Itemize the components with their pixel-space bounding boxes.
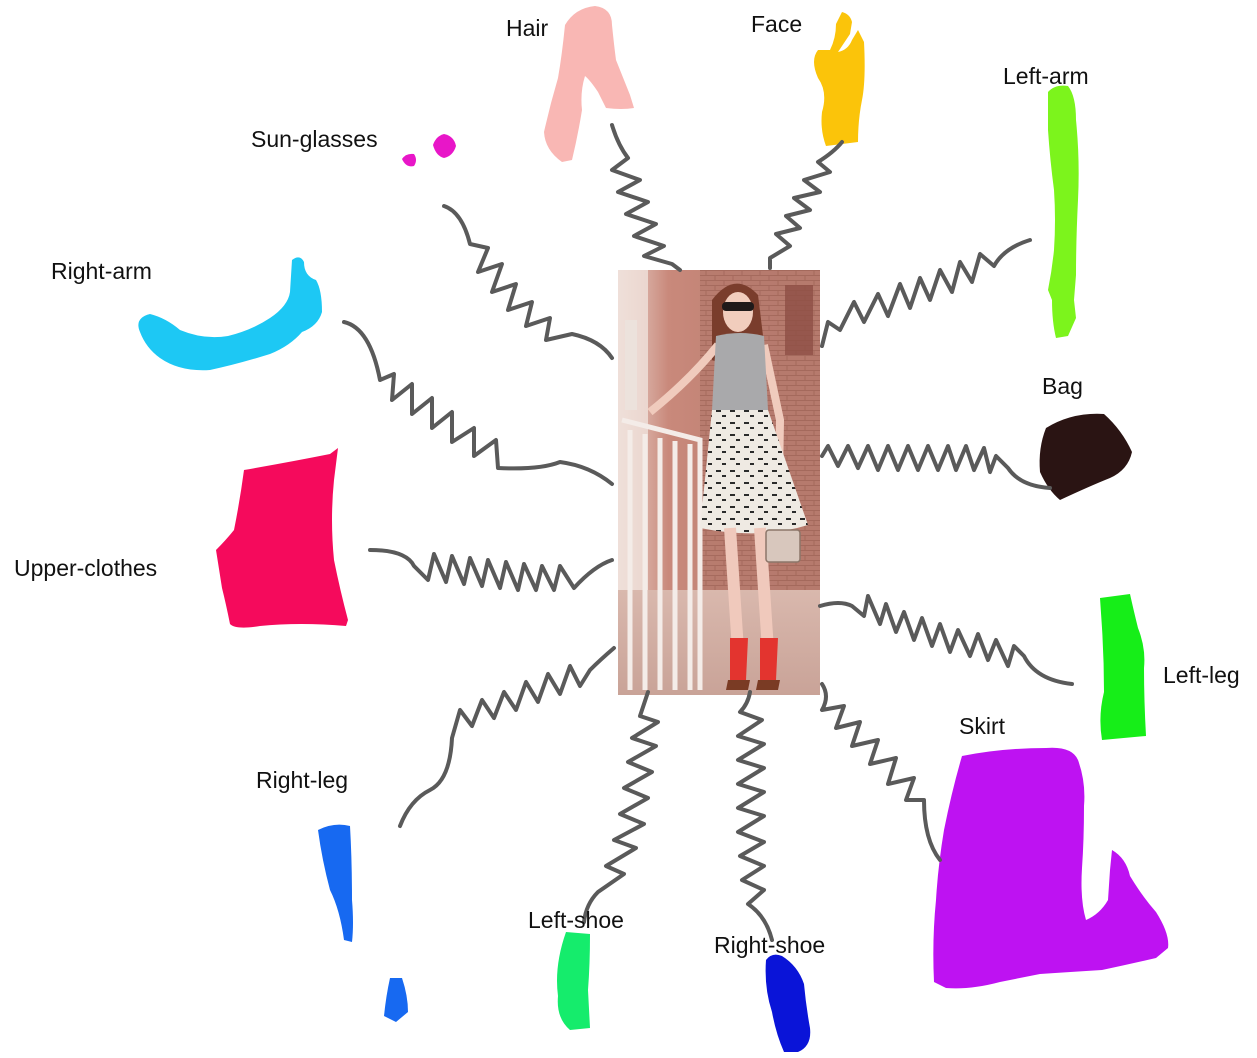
hair-mask — [544, 6, 634, 162]
label-left-arm: Left-arm — [1003, 63, 1089, 89]
sun-glasses-mask — [402, 134, 456, 166]
bag-mask — [1040, 414, 1132, 500]
connector-skirt — [822, 684, 940, 860]
connector-left-shoe — [584, 692, 658, 922]
left-arm-mask — [1048, 86, 1079, 338]
face-mask — [814, 12, 865, 146]
skirt-mask — [933, 748, 1168, 989]
left-shoe-mask — [557, 932, 590, 1030]
label-left-shoe: Left-shoe — [528, 907, 624, 933]
upper-clothes-mask — [216, 448, 348, 628]
connector-left-arm — [822, 240, 1030, 346]
person-photo — [618, 270, 820, 695]
connector-sun-glasses — [444, 206, 612, 358]
label-left-leg: Left-leg — [1163, 662, 1240, 688]
right-leg-mask — [318, 825, 408, 1022]
connector-right-shoe — [738, 692, 772, 940]
label-bag: Bag — [1042, 373, 1083, 399]
connector-left-leg — [820, 596, 1072, 684]
label-right-arm: Right-arm — [51, 258, 152, 284]
connector-upper-clothes — [370, 550, 612, 590]
connector-right-arm — [344, 322, 612, 484]
label-hair: Hair — [506, 15, 549, 41]
label-right-shoe: Right-shoe — [714, 932, 825, 958]
label-face: Face — [751, 11, 802, 37]
connector-hair — [612, 125, 680, 270]
label-sun-glasses: Sun-glasses — [251, 126, 378, 152]
label-right-leg: Right-leg — [256, 767, 348, 793]
left-leg-mask — [1100, 594, 1146, 740]
connector-bag — [822, 446, 1050, 488]
right-shoe-mask — [766, 955, 811, 1052]
right-arm-mask — [138, 257, 322, 370]
connector-face — [770, 142, 842, 268]
label-skirt: Skirt — [959, 713, 1006, 739]
connector-right-leg — [400, 648, 614, 826]
label-upper-clothes: Upper-clothes — [14, 555, 157, 581]
